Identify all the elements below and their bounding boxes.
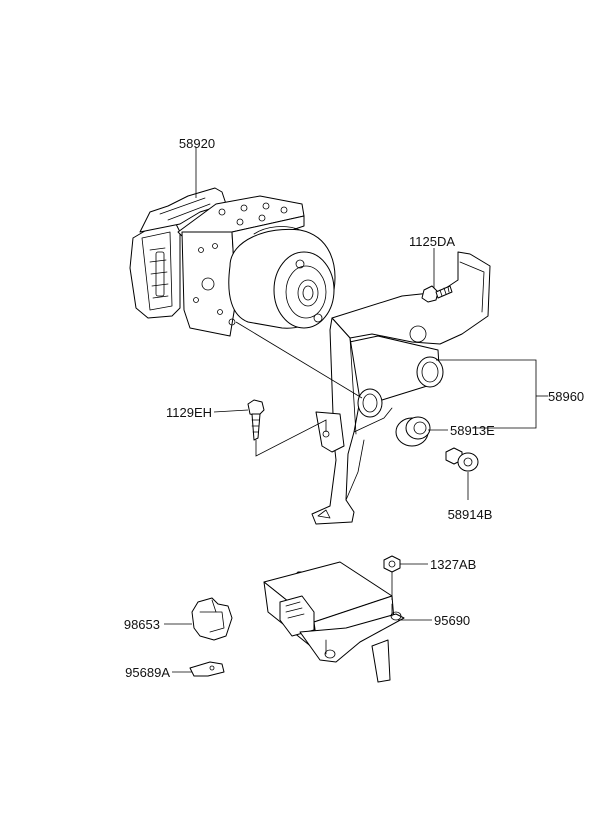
callout-1125DA: 1125DA <box>409 234 455 249</box>
callout-58960: 58960 <box>548 389 584 404</box>
callout-58913E: 58913E <box>450 423 495 438</box>
bracket-bolt[interactable] <box>421 285 453 303</box>
assembly-guide-line <box>235 321 363 399</box>
callout-95690: 95690 <box>434 613 470 628</box>
callout-58920: 58920 <box>179 136 215 151</box>
callout-1129EH: 1129EH <box>166 405 212 420</box>
small-bracket[interactable] <box>189 661 225 677</box>
mounting-bracket[interactable] <box>311 251 491 525</box>
rubber-insulator[interactable] <box>395 416 431 447</box>
leader-lines <box>164 148 548 673</box>
flange-bolt[interactable] <box>247 399 265 441</box>
collar-bolt[interactable] <box>445 447 479 472</box>
callout-95689A: 95689A <box>125 665 170 680</box>
flange-bolt-guide <box>255 419 327 457</box>
clip[interactable] <box>191 597 233 641</box>
abs-hydraulic-unit[interactable] <box>129 187 336 337</box>
callout-1327AB: 1327AB <box>430 557 476 572</box>
callout-98653: 98653 <box>124 617 160 632</box>
sensor-module[interactable] <box>263 561 405 683</box>
callout-58914B: 58914B <box>448 507 493 522</box>
nut[interactable] <box>383 555 401 573</box>
